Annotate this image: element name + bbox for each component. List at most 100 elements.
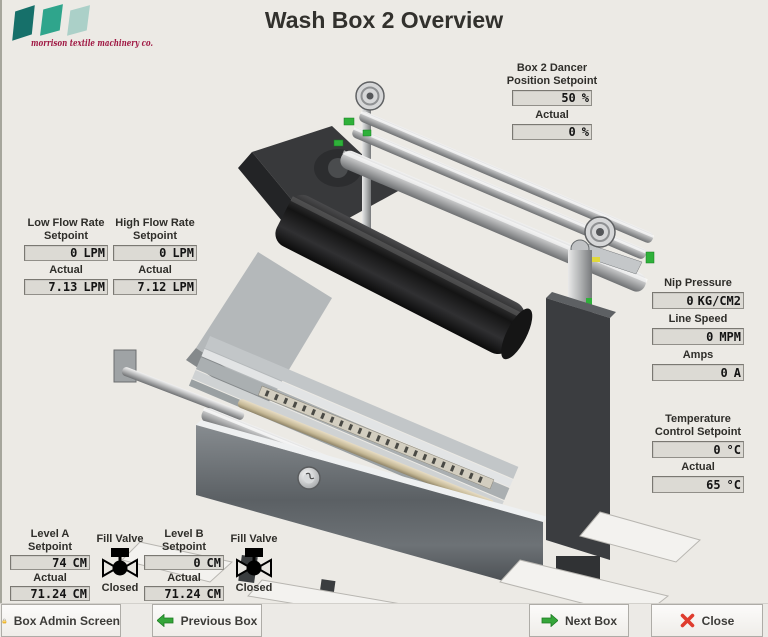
level-b-actual-unit: CM [206, 586, 221, 601]
close-button[interactable]: Close [651, 604, 763, 637]
temperature-actual-field: 65 °C [652, 476, 744, 493]
arrow-left-icon [156, 614, 174, 627]
level-a-actual-value: 71.24 [30, 586, 67, 601]
level-a-setpoint-unit: CM [72, 555, 87, 570]
close-icon [680, 613, 694, 628]
low-flow-setpoint-unit: LPM [83, 246, 105, 260]
temperature-title-line2: Control Setpoint [654, 426, 742, 438]
level-b-setpoint-value: 0 [193, 555, 201, 570]
level-b-subtitle: Setpoint [162, 541, 206, 553]
low-flow-column: Low Flow Rate Setpoint 0 LPM Actual 7.13… [24, 217, 108, 295]
dancer-setpoint-value: 50 [561, 91, 576, 105]
fill-valve-a-icon [102, 548, 138, 578]
temperature-actual-label: Actual [681, 461, 715, 473]
high-flow-subtitle: Setpoint [133, 230, 177, 242]
nip-pressure-unit: KG/CM2 [697, 293, 741, 308]
high-flow-setpoint-value: 0 [159, 246, 167, 260]
box-admin-label: Box Admin Screen [13, 613, 120, 628]
amps-value: 0 [720, 365, 728, 380]
temperature-cluster: Temperature Control Setpoint 0 °C Actual… [652, 413, 744, 493]
fill-valve-a: Fill Valve Closed [95, 533, 145, 595]
fill-valve-a-state: Closed [101, 582, 139, 594]
temperature-setpoint-field[interactable]: 0 °C [652, 441, 744, 458]
level-b-actual-value: 71.24 [164, 586, 201, 601]
close-label: Close [701, 613, 735, 628]
level-a-title: Level A [30, 528, 70, 540]
box-admin-button[interactable]: Box Admin Screen [1, 604, 121, 637]
low-flow-actual-label: Actual [49, 264, 83, 276]
high-flow-setpoint-field[interactable]: 0 LPM [113, 245, 197, 261]
dancer-title-line2: Position Setpoint [506, 75, 598, 87]
perforated-bar [257, 385, 495, 490]
bottom-toolbar: Box Admin Screen Previous Box Next Box C… [0, 603, 768, 637]
low-flow-title: Low Flow Rate [27, 217, 105, 229]
temperature-actual-value: 65 [706, 477, 721, 492]
level-a-actual-label: Actual [33, 572, 67, 584]
nip-pressure-label: Nip Pressure [664, 277, 732, 289]
high-flow-actual-unit: LPM [172, 280, 194, 294]
high-flow-actual-label: Actual [138, 264, 172, 276]
high-flow-column: High Flow Rate Setpoint 0 LPM Actual 7.1… [113, 217, 197, 295]
level-b-setpoint-field[interactable]: 0 CM [144, 555, 224, 570]
fill-valve-b-label: Fill Valve [230, 533, 278, 545]
next-box-button[interactable]: Next Box [529, 604, 629, 637]
flow-cluster: Low Flow Rate Setpoint 0 LPM Actual 7.13… [24, 217, 197, 295]
line-speed-value: 0 [706, 329, 714, 344]
temperature-setpoint-unit: °C [726, 442, 741, 457]
dancer-actual-value: 0 [568, 125, 576, 139]
low-flow-setpoint-value: 0 [70, 246, 78, 260]
pulley-right [584, 216, 616, 248]
pulley-left [355, 81, 385, 111]
nip-pressure-field: 0 KG/CM2 [652, 292, 744, 309]
level-a-subtitle: Setpoint [28, 541, 72, 553]
amps-field: 0 A [652, 364, 744, 381]
metrics-cluster: Nip Pressure 0 KG/CM2 Line Speed 0 MPM A… [652, 277, 744, 381]
high-flow-title: High Flow Rate [115, 217, 195, 229]
amps-unit: A [733, 365, 741, 380]
amps-label: Amps [682, 349, 714, 361]
low-flow-actual-value: 7.13 [48, 280, 78, 294]
tank-body [196, 425, 543, 592]
lock-icon [2, 618, 7, 623]
fill-valve-b-state: Closed [235, 582, 273, 594]
level-a-cluster: Level A Setpoint 74 CM Actual 71.24 CM [10, 528, 90, 601]
previous-box-button[interactable]: Previous Box [152, 604, 262, 637]
dancer-cluster: Box 2 Dancer Position Setpoint 50 % Actu… [497, 62, 607, 140]
temperature-actual-unit: °C [726, 477, 741, 492]
nip-pressure-value: 0 [686, 293, 694, 308]
next-box-label: Next Box [564, 613, 617, 628]
level-a-setpoint-field[interactable]: 74 CM [10, 555, 90, 570]
dancer-actual-label: Actual [535, 109, 569, 121]
level-a-actual-field: 71.24 CM [10, 586, 90, 601]
dancer-setpoint-field[interactable]: 50 % [512, 90, 592, 106]
low-flow-actual-unit: LPM [83, 280, 105, 294]
drum-roller [275, 194, 533, 360]
dancer-setpoint-unit: % [581, 91, 589, 105]
high-flow-actual-value: 7.12 [137, 280, 167, 294]
right-column [546, 298, 610, 560]
level-b-title: Level B [164, 528, 204, 540]
low-flow-actual-field: 7.13 LPM [24, 279, 108, 295]
temperature-title-line1: Temperature [665, 413, 731, 425]
level-b-actual-field: 71.24 CM [144, 586, 224, 601]
dancer-actual-field: 0 % [512, 124, 592, 140]
sight-glass [297, 466, 321, 490]
level-b-cluster: Level B Setpoint 0 CM Actual 71.24 CM [144, 528, 224, 601]
previous-box-label: Previous Box [180, 613, 258, 628]
level-b-actual-label: Actual [167, 572, 201, 584]
level-a-actual-unit: CM [72, 586, 87, 601]
dancer-post [362, 106, 371, 264]
company-logo: morrison textile machinery co. [12, 4, 153, 49]
arrow-right-icon [541, 614, 558, 627]
line-speed-unit: MPM [719, 329, 741, 344]
high-flow-actual-field: 7.12 LPM [113, 279, 197, 295]
fill-valve-a-label: Fill Valve [96, 533, 144, 545]
fill-valve-b: Fill Valve Closed [229, 533, 279, 595]
line-speed-label: Line Speed [668, 313, 728, 325]
high-flow-setpoint-unit: LPM [172, 246, 194, 260]
line-speed-field: 0 MPM [652, 328, 744, 345]
fill-valve-b-icon [236, 548, 272, 578]
low-flow-setpoint-field[interactable]: 0 LPM [24, 245, 108, 261]
dancer-actual-unit: % [581, 125, 589, 139]
